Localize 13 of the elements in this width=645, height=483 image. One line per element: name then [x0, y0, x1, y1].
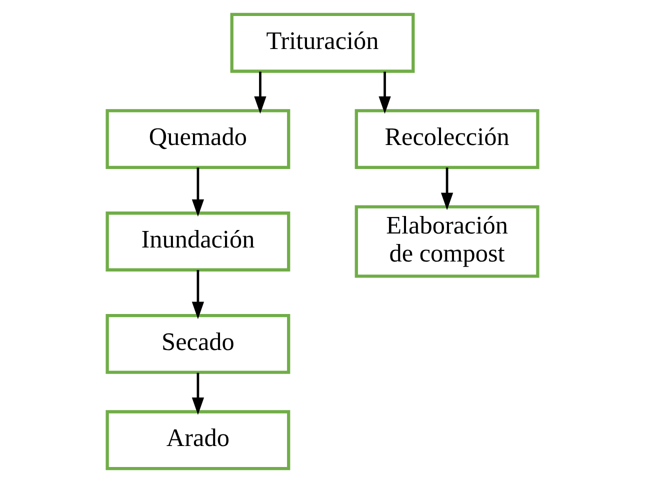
node-box: Recolección	[354, 109, 540, 169]
node-box: Quemado	[106, 109, 290, 169]
arrow	[192, 270, 204, 320]
node-box: Trituración	[230, 12, 415, 73]
node-box: Inundación	[106, 212, 290, 272]
arrow	[378, 72, 391, 114]
node-box: Arado	[106, 410, 290, 470]
arrow	[254, 72, 266, 114]
node-box: Elaboración de compost	[354, 205, 540, 278]
arrow	[440, 168, 454, 210]
arrow	[192, 372, 204, 415]
arrow	[192, 168, 204, 217]
node-box: Secado	[106, 314, 290, 374]
